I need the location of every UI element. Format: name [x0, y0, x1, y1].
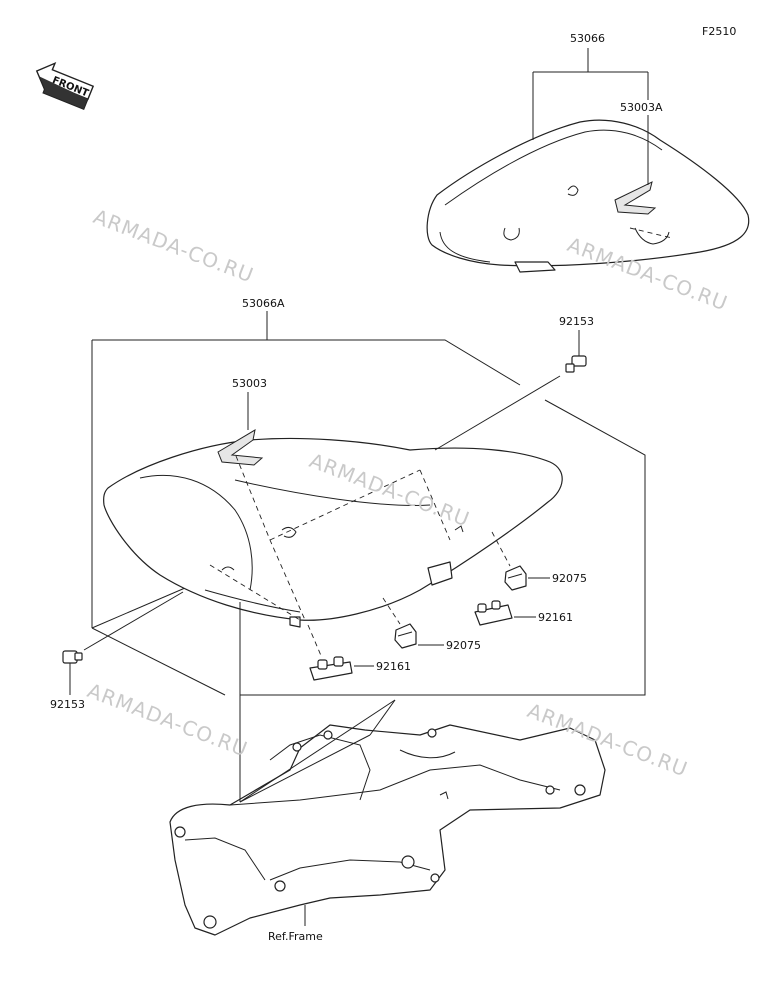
watermark-4: ARMADA-CO.RU — [84, 678, 251, 761]
seat-body — [103, 428, 563, 628]
callout-53066a: 53066A — [242, 297, 285, 310]
clip-right-icon — [474, 600, 536, 626]
callout-ref-frame: Ref.Frame — [268, 930, 323, 943]
callout-53003: 53003 — [232, 377, 267, 390]
callout-92153-lower: 92153 — [50, 698, 85, 711]
callout-53003a: 53003A — [620, 101, 663, 114]
watermark-1: ARMADA-CO.RU — [90, 204, 257, 287]
figure-code: F2510 — [702, 25, 736, 38]
bolt-upper-icon — [434, 330, 587, 451]
clip-center-icon — [307, 624, 374, 681]
damper-right-icon — [491, 531, 550, 591]
callout-92075-center: 92075 — [446, 639, 481, 652]
bolt-lower-icon — [62, 591, 184, 695]
callout-92153-upper: 92153 — [559, 315, 594, 328]
leader-53066 — [532, 48, 649, 185]
seat-cover-assembly — [426, 119, 750, 273]
seat-assembly-bracket — [91, 311, 646, 696]
front-arrow-icon: FRONT — [35, 61, 95, 111]
damper-center-icon — [382, 597, 444, 649]
callout-92161-center: 92161 — [376, 660, 411, 673]
callout-92075-right: 92075 — [552, 572, 587, 585]
rear-frame — [169, 602, 606, 936]
callout-92161-right: 92161 — [538, 611, 573, 624]
callout-53066: 53066 — [570, 32, 605, 45]
